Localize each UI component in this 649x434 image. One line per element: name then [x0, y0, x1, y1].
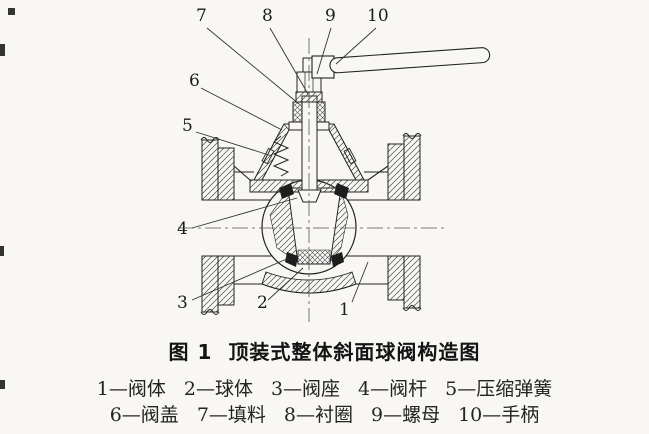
callout-8: 8 [262, 6, 273, 26]
legend-row-1: 1—阀体 2—球体 3—阀座 4—阀杆 5—压缩弹簧 [0, 374, 649, 401]
callout-4: 4 [177, 219, 188, 239]
compression-spring [272, 135, 290, 177]
legend-item-1: 1—阀体 [96, 378, 166, 400]
figure-title: 顶装式整体斜面球阀构造图 [228, 340, 481, 364]
leader-lines [191, 27, 377, 303]
legend-item-3: 3—阀座 [270, 378, 341, 400]
legend-item-10: 10—手柄 [458, 404, 540, 426]
callout-5: 5 [182, 116, 193, 136]
legend-item-4: 4—阀杆 [358, 378, 428, 400]
legend-item-6: 6—阀盖 [109, 404, 179, 426]
figure-caption: 图 1 顶装式整体斜面球阀构造图 [0, 336, 649, 365]
legend-item-2: 2—球体 [183, 378, 253, 400]
handle [311, 47, 491, 79]
scan-artifact [8, 8, 15, 15]
callout-2: 2 [257, 293, 268, 313]
centerlines [178, 38, 446, 322]
valve-seats [279, 183, 349, 267]
valve-stem [297, 95, 322, 203]
callout-3: 3 [177, 293, 188, 313]
valve-body [233, 165, 389, 294]
callout-6: 6 [189, 71, 200, 91]
ball [261, 179, 357, 275]
callout-1: 1 [339, 300, 350, 320]
right-flange [387, 135, 421, 309]
scan-artifact [0, 44, 5, 56]
legend-item-5: 5—压缩弹簧 [445, 378, 553, 400]
legend-row-2: 6—阀盖 7—填料 8—衬圈 9—螺母 10—手柄 [0, 400, 649, 427]
legend-item-7: 7—填料 [196, 404, 266, 426]
legend-item-9: 9—螺母 [371, 404, 441, 426]
left-flange [201, 139, 235, 313]
legend-item-8: 8—衬圈 [283, 404, 353, 426]
callout-7: 7 [196, 6, 207, 26]
scan-artifact [0, 246, 4, 256]
callout-9: 9 [325, 6, 336, 26]
figure-label: 图 1 [168, 340, 213, 364]
scan-artifact [0, 380, 5, 389]
valve-drawing [178, 27, 491, 322]
callout-10: 10 [367, 6, 389, 26]
